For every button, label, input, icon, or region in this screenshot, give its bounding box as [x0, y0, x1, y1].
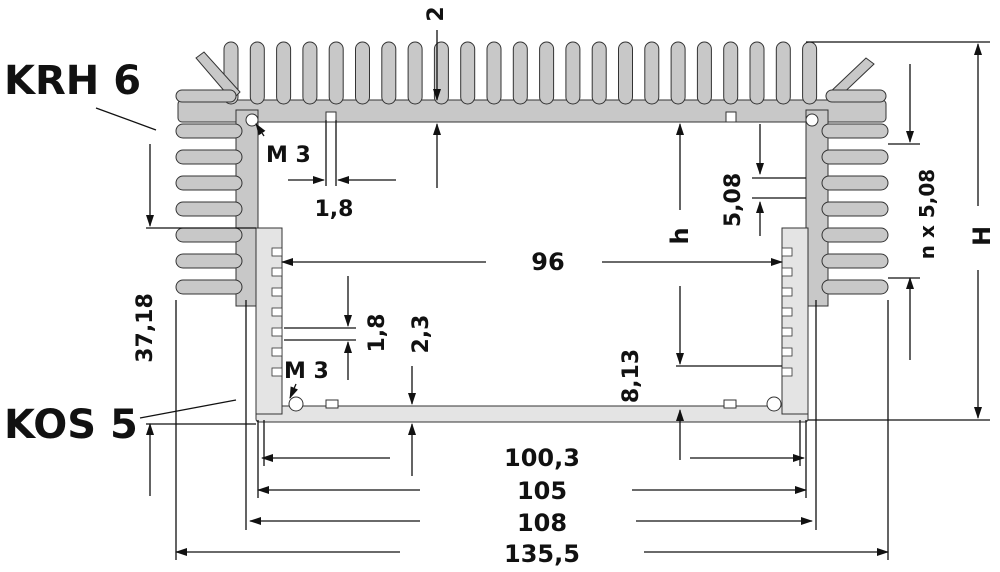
heatsink-top-fin	[696, 41, 712, 105]
housing-groove	[781, 367, 793, 377]
heatsink-top-fin	[328, 41, 344, 105]
heatsink-top-fin	[407, 41, 423, 105]
heatsink-side-fin	[821, 123, 889, 139]
housing-groove	[271, 327, 283, 337]
heatsink-top-fin	[460, 41, 476, 105]
dim-base-offset: 8,13	[619, 349, 644, 403]
heatsink-profile	[175, 41, 889, 307]
dim-width-135-5: 135,5	[504, 540, 580, 568]
heatsink-side-fin	[821, 253, 889, 269]
housing-groove	[271, 287, 283, 297]
housing-screw-channel	[766, 396, 782, 412]
dim-total-height: H	[968, 226, 996, 246]
heatsink-top-fin	[670, 41, 686, 105]
housing-profile	[255, 227, 809, 423]
heatsink-top-plate	[177, 99, 887, 123]
heatsink-top-fin	[723, 41, 739, 105]
heatsink-label: KRH 6	[4, 58, 141, 104]
heatsink-top-fin	[355, 41, 370, 105]
dim-slot-width-top: 1,8	[315, 197, 354, 222]
housing-label: KOS 5	[4, 402, 138, 448]
heatsink-side-fin	[175, 201, 243, 217]
heatsink-side-fin	[175, 175, 243, 191]
housing-screw-channel	[288, 396, 304, 412]
dim-width-108: 108	[517, 509, 567, 537]
heatsink-side-fin	[175, 253, 243, 269]
heatsink-corner-fin	[825, 89, 887, 103]
heatsink-side-fin	[821, 227, 889, 243]
housing-groove	[781, 267, 793, 277]
heatsink-slot	[725, 111, 737, 123]
heatsink-top-fin	[249, 41, 265, 105]
heatsink-screw-channel	[805, 113, 819, 127]
housing-groove	[781, 307, 793, 317]
dim-inner-width: 96	[531, 248, 564, 276]
heatsink-top-fin	[749, 41, 765, 105]
heatsink-top-fin	[486, 41, 502, 105]
housing-right-wall	[781, 227, 809, 415]
dim-side-height: 37,18	[133, 293, 158, 363]
heatsink-screw-channel	[245, 113, 259, 127]
screw-leader-bottom	[289, 383, 299, 399]
heatsink-top-fin	[302, 41, 318, 105]
housing-groove	[271, 247, 283, 257]
heatsink-side-fin	[821, 201, 889, 217]
heatsink-slot	[325, 111, 337, 123]
housing-groove	[271, 367, 283, 377]
housing-groove	[781, 247, 793, 257]
dim-top-thickness: 2	[424, 6, 449, 21]
heatsink-top-fin	[618, 41, 633, 105]
dim-screw-top: M 3	[266, 143, 311, 168]
heatsink-top-fin	[802, 41, 818, 105]
dim-fin-count: n x 5,08	[915, 169, 939, 259]
housing-groove	[781, 287, 793, 297]
heatsink-top-fin	[775, 41, 791, 105]
heatsink-top-fin	[591, 41, 607, 105]
heatsink-top-fin	[565, 41, 581, 105]
heatsink-side-fin	[821, 175, 889, 191]
heatsink-top-fin	[512, 41, 528, 105]
heatsink-side-fin	[821, 149, 889, 165]
housing-groove	[271, 307, 283, 317]
dimension-lines	[146, 30, 990, 560]
housing-left-wall	[255, 227, 283, 415]
heatsink-top-fin	[381, 41, 397, 105]
dim-width-105: 105	[517, 477, 567, 505]
heatsink-leader	[95, 107, 157, 131]
heatsink-top-fin	[644, 41, 660, 105]
housing-groove	[781, 347, 793, 357]
screw-leader-top	[255, 123, 266, 137]
heatsink-side-fin	[175, 279, 243, 295]
housing-slot	[325, 399, 339, 409]
dim-slot-width-bottom: 1,8	[365, 314, 390, 353]
dim-inner-height: h	[666, 227, 694, 244]
dim-screw-bottom: M 3	[284, 359, 329, 384]
housing-slot	[723, 399, 737, 409]
heatsink-side-fin	[821, 279, 889, 295]
heatsink-top-fin	[433, 41, 449, 105]
dim-fin-pitch: 5,08	[721, 173, 746, 227]
housing-leader	[139, 399, 237, 419]
heatsink-corner-fin	[175, 89, 237, 103]
heatsink-side-fin	[175, 123, 243, 139]
housing-groove	[271, 267, 283, 277]
housing-groove	[781, 327, 793, 337]
housing-groove	[271, 347, 283, 357]
heatsink-top-fin	[539, 41, 555, 105]
heatsink-side-fin	[175, 227, 243, 243]
dim-bottom-thickness: 2,3	[409, 315, 434, 354]
heatsink-top-fin	[276, 41, 292, 105]
heatsink-side-fin	[175, 149, 243, 165]
dim-width-100-3: 100,3	[504, 444, 580, 472]
heatsink-corner-fin	[195, 51, 241, 101]
